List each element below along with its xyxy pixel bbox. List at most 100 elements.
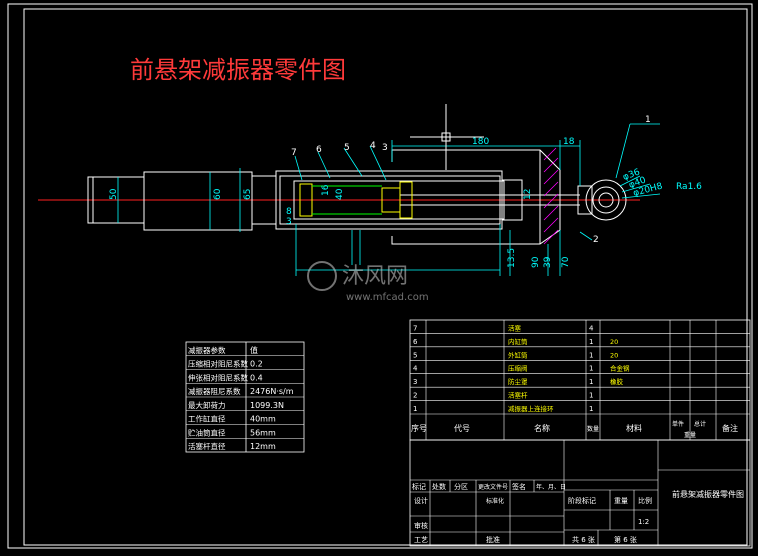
dim-90: 90 xyxy=(531,256,541,268)
bom-qty: 1 xyxy=(589,351,593,359)
bom-name: 活塞杆 xyxy=(508,391,528,400)
dim-60: 60 xyxy=(213,188,223,200)
dim-40: 40 xyxy=(335,188,345,200)
param-name: 贮油筒直径 xyxy=(188,427,226,437)
tb-drawing-name: 前悬架减振器零件图 xyxy=(672,489,744,499)
dim-8: 8 xyxy=(286,207,292,217)
param-name: 伸张相对阻尼系数 xyxy=(188,372,248,382)
tb-sheet: 第 6 张 xyxy=(614,535,637,544)
tb-approve: 批准 xyxy=(486,535,500,544)
bom-h-weight: 重量 xyxy=(684,431,696,439)
bom-h-unit: 单件 xyxy=(672,420,684,428)
dim-50: 50 xyxy=(109,188,119,200)
bom-name: 外缸筒 xyxy=(508,350,528,359)
dimension-labels: 180 18 50 60 65 16 40 12 13.5 90 39 70 8… xyxy=(109,137,702,268)
bom-name: 防尘罩 xyxy=(508,377,528,386)
bom-h-qty: 数量 xyxy=(587,425,599,433)
dimension-lines xyxy=(117,123,661,276)
param-name: 压缩相对阻尼系数 xyxy=(188,359,248,369)
inner-frame xyxy=(23,8,748,546)
param-value: 0.4 xyxy=(250,373,263,382)
watermark-url: www.mfcad.com xyxy=(346,292,429,303)
param-value: 0.2 xyxy=(250,360,263,369)
bom-h-total: 总计 xyxy=(694,420,706,428)
dim-70: 70 xyxy=(561,256,571,268)
drawing-title: 前悬架减振器零件图 xyxy=(130,56,346,84)
param-name: 减振器阻尼系数 xyxy=(188,386,241,396)
dim-65: 65 xyxy=(243,189,253,200)
bom-h-mat: 材料 xyxy=(626,423,642,433)
tb-mark: 标记 xyxy=(412,482,426,491)
bom-h-name: 名称 xyxy=(534,423,550,433)
roughness-ra: Ra1.6 xyxy=(676,182,702,192)
param-name: 活塞杆直径 xyxy=(188,441,226,451)
bom-no: 6 xyxy=(413,338,418,346)
bom-header: 序号 代号 名称 数量 材料 单件 总计 重量 备注 xyxy=(411,420,738,439)
bom-qty: 1 xyxy=(589,378,593,386)
dim-3: 3 xyxy=(286,217,292,227)
bom-mat: 橡胶 xyxy=(610,377,624,386)
param-value: 56mm xyxy=(250,428,276,437)
bom-qty: 1 xyxy=(589,392,593,400)
tb-review: 审核 xyxy=(414,521,428,530)
piston-parts xyxy=(299,181,413,219)
balloon-6: 6 xyxy=(316,145,322,155)
watermark-brand: 沐风网 xyxy=(342,264,408,289)
bom-no: 7 xyxy=(413,324,417,332)
bom-name: 内缸筒 xyxy=(508,337,528,346)
tb-std: 标准化 xyxy=(486,497,504,505)
balloon-5: 5 xyxy=(344,143,350,153)
tb-docno: 更改文件号 xyxy=(478,483,508,491)
tb-design: 设计 xyxy=(414,496,428,505)
balloon-4: 4 xyxy=(370,141,376,151)
param-value: 值 xyxy=(250,345,258,355)
bom-no: 3 xyxy=(413,378,417,386)
param-name: 最大卸荷力 xyxy=(188,400,226,410)
bom-qty: 1 xyxy=(589,365,593,373)
tb-stage: 阶段标记 xyxy=(568,496,596,505)
param-value: 2476N·s/m xyxy=(250,387,294,396)
crosshair-cursor xyxy=(410,104,484,170)
tb-scale-value: 1:2 xyxy=(638,518,649,526)
tb-zone: 分区 xyxy=(454,482,468,491)
watermark: 沐风网 www.mfcad.com xyxy=(307,261,429,303)
bom-name: 压缩阀 xyxy=(508,364,528,373)
param-value: 40mm xyxy=(250,415,276,424)
bom-h-no: 序号 xyxy=(411,423,427,433)
valve-parts xyxy=(312,185,382,215)
watermark-logo-icon xyxy=(307,261,337,291)
param-value: 12mm xyxy=(250,442,276,451)
part-geometry xyxy=(87,149,627,245)
bom-mat: 20 xyxy=(610,351,618,359)
balloon-2: 2 xyxy=(593,235,599,245)
bom-h-note: 备注 xyxy=(722,423,738,433)
tb-date: 年、月、日 xyxy=(536,483,566,491)
dim-16: 16 xyxy=(321,184,331,196)
bom-h-code: 代号 xyxy=(454,423,470,433)
title-block-labels: 标记 处数 分区 更改文件号 签名 年、月、日 设计 标准化 阶段标记 重量 比… xyxy=(412,482,744,544)
tb-sheets: 共 6 张 xyxy=(572,535,595,544)
bom-name: 减振器上连接环 xyxy=(508,404,554,413)
bom-qty: 1 xyxy=(589,405,593,413)
dim-180: 180 xyxy=(472,137,489,147)
balloon-7: 7 xyxy=(291,148,297,158)
dim-18: 18 xyxy=(563,137,575,147)
tb-sign: 签名 xyxy=(512,482,526,491)
bom-no: 5 xyxy=(413,351,417,359)
tb-weight: 重量 xyxy=(614,497,628,505)
bom-name: 活塞 xyxy=(508,323,522,332)
param-name: 减振器参数 xyxy=(188,345,226,355)
part-balloons: 1 2 3 4 5 6 7 xyxy=(291,115,651,245)
dim-39: 39 xyxy=(543,256,553,268)
bom-no: 1 xyxy=(413,405,417,413)
section-hatch xyxy=(543,147,559,245)
balloon-1: 1 xyxy=(645,115,651,125)
bom-qty: 1 xyxy=(589,338,593,346)
bom-no: 2 xyxy=(413,392,417,400)
bom-mat: 20 xyxy=(610,338,618,346)
tb-count: 处数 xyxy=(432,482,446,491)
